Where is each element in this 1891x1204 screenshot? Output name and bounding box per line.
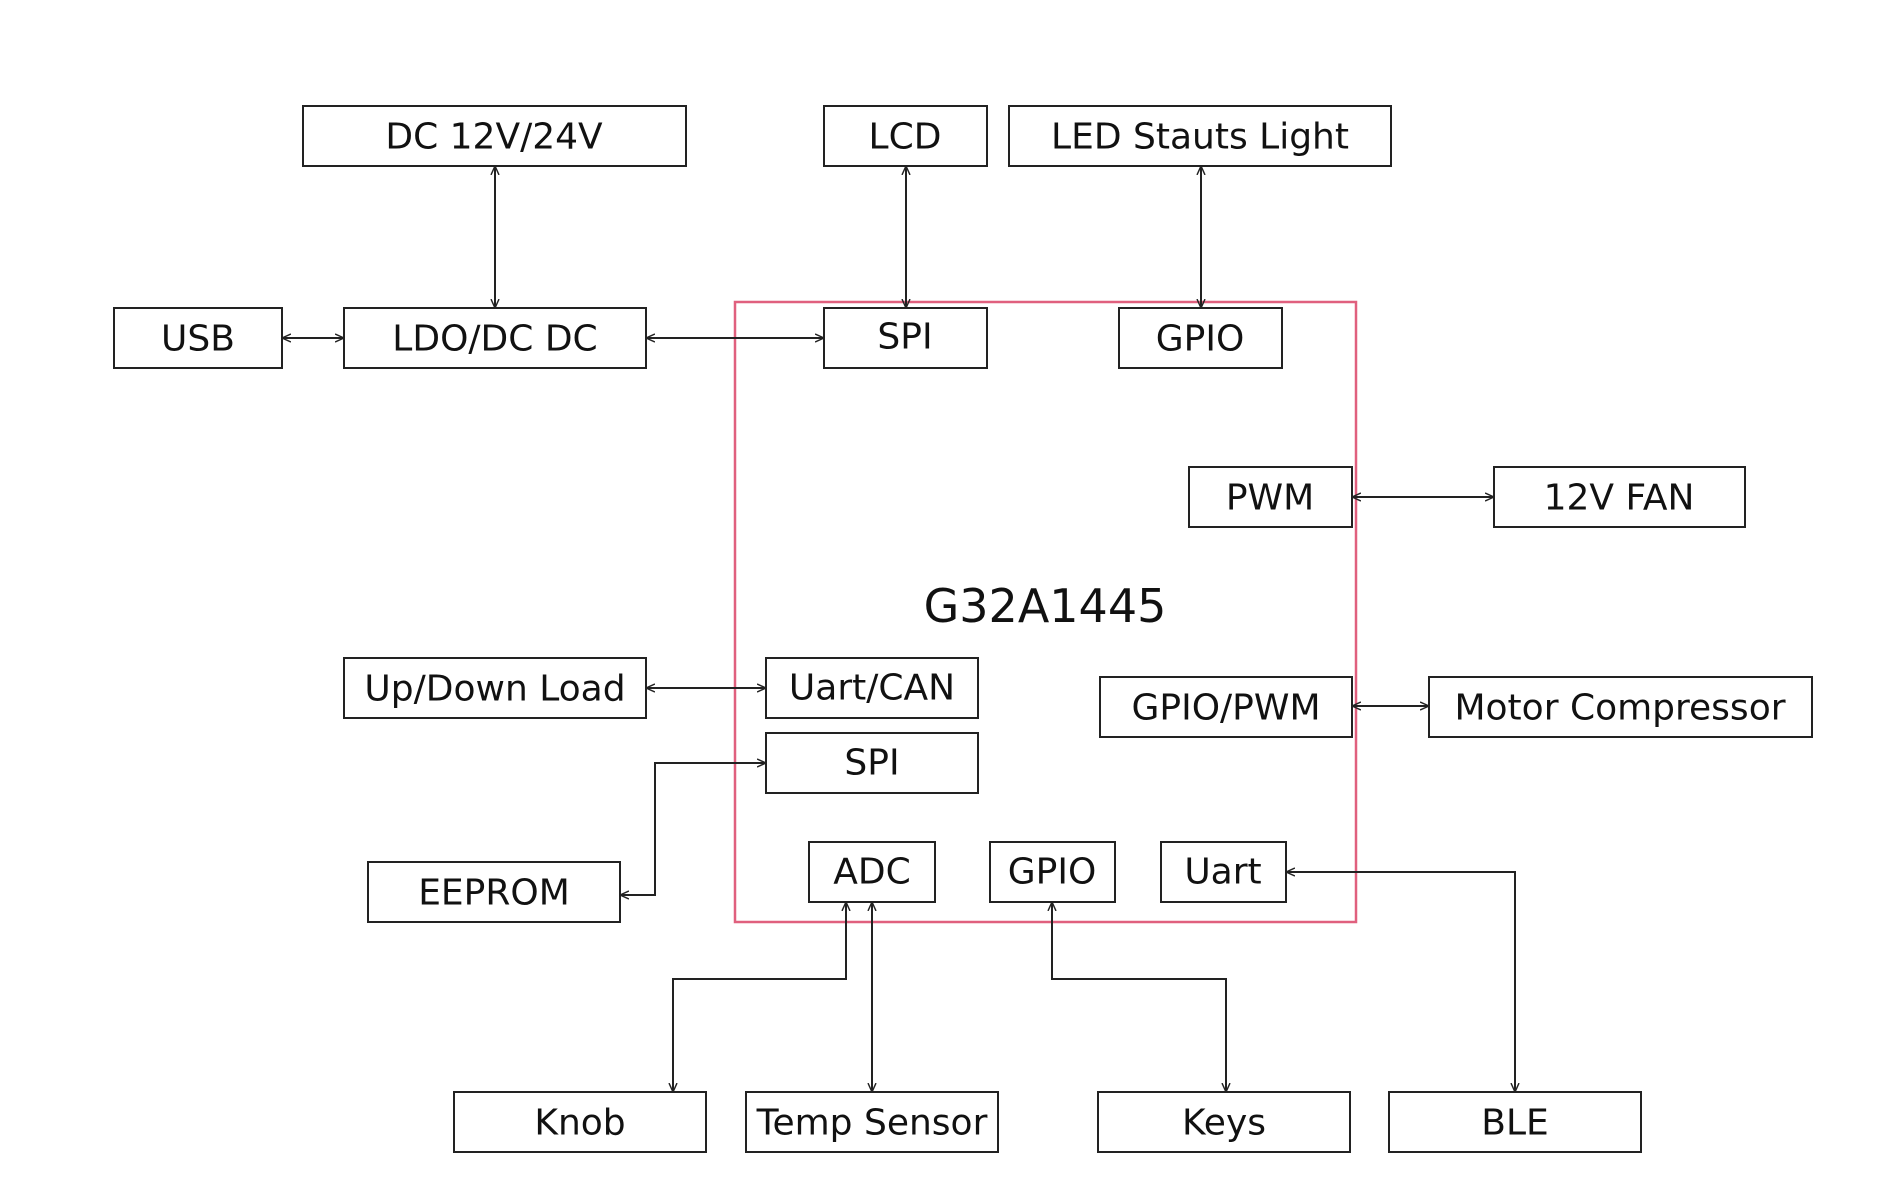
block-lcd: LCD [823, 105, 988, 167]
block-temp-sensor-label: Temp Sensor [756, 1103, 988, 1144]
block-pwm: PWM [1188, 466, 1353, 528]
block-uart-can-label: Uart/CAN [789, 668, 955, 709]
block-gpio-bottom: GPIO [989, 841, 1116, 903]
block-dc-supply-label: DC 12V/24V [385, 117, 603, 158]
block-adc: ADC [808, 841, 936, 903]
edge-spi-eeprom [620, 763, 766, 895]
mcu-boundary [733, 300, 1358, 924]
block-motor-compressor: Motor Compressor [1428, 676, 1813, 738]
block-led-status-light-label: LED Stauts Light [1051, 117, 1349, 158]
block-pwm-label: PWM [1226, 478, 1314, 519]
block-fan-label: 12V FAN [1544, 478, 1695, 519]
block-led-status-light: LED Stauts Light [1008, 105, 1392, 167]
block-spi-top-label: SPI [877, 317, 932, 358]
block-lcd-label: LCD [869, 117, 942, 158]
block-gpio-pwm: GPIO/PWM [1099, 676, 1353, 738]
block-keys: Keys [1097, 1091, 1351, 1153]
block-gpio-bottom-label: GPIO [1008, 852, 1097, 893]
block-eeprom-label: EEPROM [418, 873, 570, 914]
block-spi-top: SPI [823, 307, 988, 369]
block-uart-label: Uart [1184, 852, 1261, 893]
block-keys-label: Keys [1182, 1103, 1266, 1144]
block-knob-label: Knob [534, 1103, 625, 1144]
block-ldo-dcdc: LDO/DC DC [343, 307, 647, 369]
block-motor-compressor-label: Motor Compressor [1454, 688, 1785, 729]
edge-gpio-keys [1052, 902, 1226, 1092]
block-uart-can: Uart/CAN [765, 657, 979, 719]
connections [282, 166, 1515, 1092]
block-gpio-top: GPIO [1118, 307, 1283, 369]
block-fan: 12V FAN [1493, 466, 1746, 528]
block-ldo-dcdc-label: LDO/DC DC [392, 319, 597, 360]
edge-adc-knob [673, 902, 846, 1092]
block-usb: USB [113, 307, 283, 369]
block-ble: BLE [1388, 1091, 1642, 1153]
block-up-down-load: Up/Down Load [343, 657, 647, 719]
block-eeprom: EEPROM [367, 861, 621, 923]
block-temp-sensor: Temp Sensor [745, 1091, 999, 1153]
block-gpio-top-label: GPIO [1156, 319, 1245, 360]
block-spi-mid: SPI [765, 732, 979, 794]
block-usb-label: USB [161, 319, 235, 360]
edge-uart-ble [1286, 872, 1515, 1092]
block-knob: Knob [453, 1091, 707, 1153]
block-adc-label: ADC [833, 852, 910, 893]
block-spi-mid-label: SPI [844, 743, 899, 784]
mcu-label: G32A1445 [924, 579, 1167, 633]
block-up-down-load-label: Up/Down Load [364, 669, 625, 710]
block-uart: Uart [1160, 841, 1287, 903]
block-gpio-pwm-label: GPIO/PWM [1131, 688, 1320, 729]
block-dc-supply: DC 12V/24V [302, 105, 687, 167]
block-ble-label: BLE [1481, 1103, 1549, 1144]
